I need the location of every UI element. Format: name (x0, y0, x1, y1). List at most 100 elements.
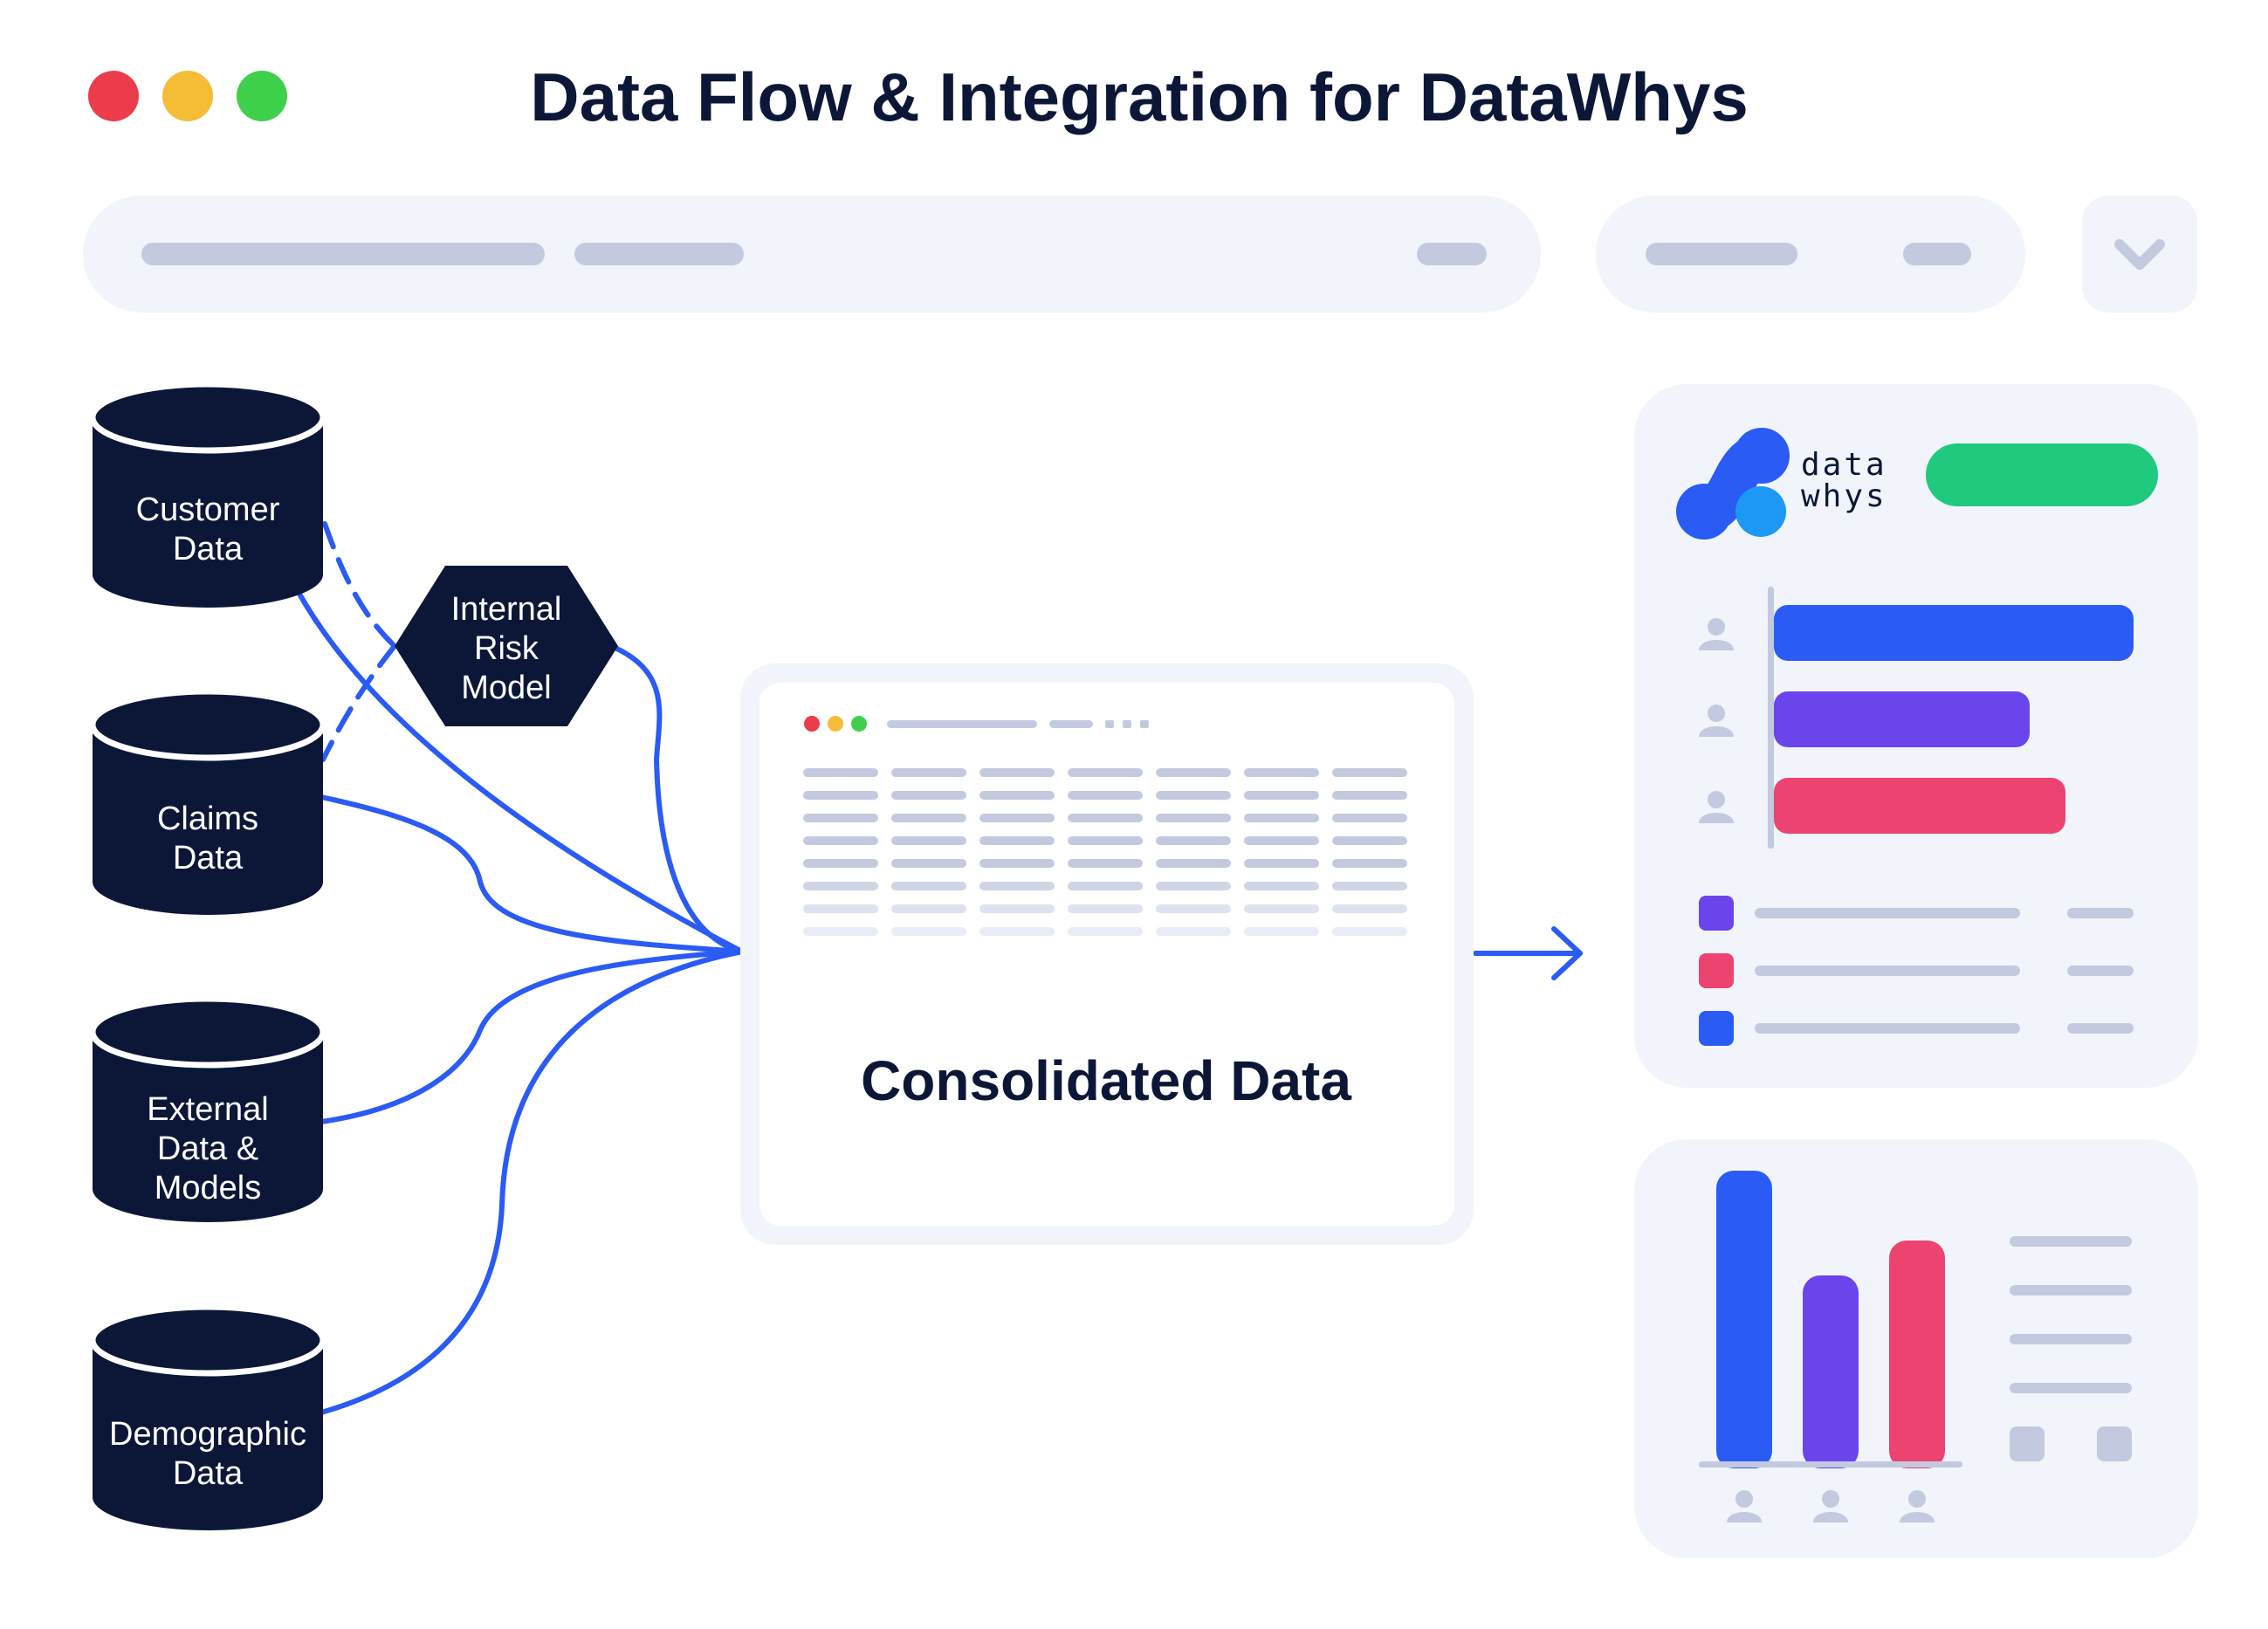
legend-swatch (1699, 896, 1734, 931)
horizontal-bar-chart (1699, 605, 2134, 834)
table-cell-placeholder (803, 904, 878, 913)
table-cell-placeholder (1244, 882, 1319, 890)
placeholder-line (2010, 1285, 2132, 1296)
dashboard-panel-top: data whys (1634, 384, 2198, 1088)
table-cell-placeholder (1244, 859, 1319, 868)
bar-baseline (1699, 1461, 1962, 1467)
legend-swatch (1699, 1011, 1734, 1046)
placeholder-line (574, 243, 744, 265)
table-cell-placeholder (1068, 859, 1143, 868)
vertical-bar (1889, 1241, 1945, 1468)
connector-claims (319, 794, 745, 954)
cylinder-top (89, 688, 326, 761)
table-cell-placeholder (1068, 768, 1143, 777)
source-label-line: Data & (157, 1131, 258, 1167)
source-label-line: Customer (136, 491, 280, 528)
legend-placeholder-value (2067, 966, 2134, 976)
table-cell-placeholder (891, 768, 966, 777)
internal-risk-model: Internal Risk Model (395, 566, 618, 726)
table-cell-placeholder (979, 814, 1055, 822)
user-icon (1699, 791, 1734, 823)
table-cell-placeholder (803, 791, 878, 800)
status-pill[interactable] (1926, 443, 2158, 506)
dashed-connector-customer (322, 521, 397, 649)
table-cell-placeholder (1244, 836, 1319, 845)
brand-name-line: data (1801, 447, 1887, 483)
window-dot-green (851, 716, 867, 732)
table-cell-placeholder (1332, 904, 1407, 913)
table-cell-placeholder (1332, 836, 1407, 845)
chevron-down-icon (2114, 239, 2165, 270)
search-bar[interactable] (83, 196, 1541, 313)
placeholder-line (2010, 1383, 2132, 1393)
table-cell-placeholder (1068, 927, 1143, 936)
table-cell-placeholder (1244, 814, 1319, 822)
vertical-bar (1716, 1171, 1772, 1468)
consolidated-data-label: Consolidated Data (861, 1049, 1351, 1112)
table-cell-placeholder (1068, 836, 1143, 845)
arrow-head-icon (1551, 926, 1583, 980)
table-cell-placeholder (1156, 791, 1231, 800)
table-cell-placeholder (1332, 927, 1407, 936)
placeholder-line (887, 720, 1037, 728)
window-body (759, 683, 1454, 1226)
consolidated-data-window: Consolidated Data (740, 663, 1474, 1245)
dashboard-panel-bottom (1634, 1139, 2198, 1558)
source-label-line: Claims (157, 801, 258, 837)
table-cell-placeholder (1332, 768, 1407, 777)
dropdown-button[interactable] (2082, 196, 2197, 313)
table-cell-placeholder (1332, 814, 1407, 822)
table-cell-placeholder (891, 927, 966, 936)
risk-model-label-line: Model (461, 670, 552, 706)
placeholder-chip[interactable] (2097, 1426, 2132, 1461)
table-cell-placeholder (803, 859, 878, 868)
placeholder-line (1646, 243, 1797, 265)
hexagon-shape (395, 566, 618, 726)
maximize-dot[interactable] (237, 71, 287, 121)
table-cell-placeholder (803, 814, 878, 822)
cylinder-bottom (93, 1464, 323, 1530)
user-icon (1813, 1490, 1848, 1522)
source-demographic-data: Demographic Data (89, 1303, 326, 1530)
table-cell-placeholder (979, 859, 1055, 868)
source-label-line: External (147, 1091, 268, 1128)
table-cell-placeholder (1156, 814, 1231, 822)
risk-model-label-line: Risk (474, 630, 540, 667)
placeholder-line (2010, 1334, 2132, 1344)
table-cell-placeholder (803, 927, 878, 936)
cylinder-top (89, 995, 326, 1069)
placeholder-chip[interactable] (2010, 1426, 2045, 1461)
brand-name-line: whys (1801, 478, 1887, 514)
user-icon (1699, 618, 1734, 650)
table-cell-placeholder (803, 882, 878, 890)
source-label-line: Data (173, 840, 244, 876)
legend-placeholder-value (2067, 1023, 2134, 1034)
source-customer-data: Customer Data (89, 381, 326, 608)
connector-risk-model (608, 643, 745, 954)
horizontal-bar (1774, 691, 2030, 747)
source-label-line: Data (173, 531, 244, 567)
close-dot[interactable] (88, 71, 139, 121)
table-cell-placeholder (979, 882, 1055, 890)
table-cell-placeholder (1068, 882, 1143, 890)
filter-bar[interactable] (1596, 196, 2025, 313)
minimize-dot[interactable] (162, 71, 213, 121)
window-dot-red (804, 716, 820, 732)
table-cell-placeholder (891, 859, 966, 868)
table-cell-placeholder (803, 836, 878, 845)
legend-placeholder-value (2067, 908, 2134, 918)
legend-swatch (1699, 953, 1734, 988)
table-cell-placeholder (891, 904, 966, 913)
source-label-line: Data (173, 1455, 244, 1492)
risk-model-label-line: Internal (451, 591, 562, 628)
legend-placeholder-line (1755, 908, 2020, 918)
table-cell-placeholder (1156, 836, 1231, 845)
source-claims-data: Claims Data (89, 688, 326, 915)
connector-external (319, 949, 745, 1124)
placeholder-line (2010, 1236, 2132, 1247)
horizontal-bar (1774, 778, 2065, 834)
table-cell-placeholder (1156, 859, 1231, 868)
user-icon (1727, 1490, 1762, 1522)
chart-legend (1699, 896, 2134, 1046)
